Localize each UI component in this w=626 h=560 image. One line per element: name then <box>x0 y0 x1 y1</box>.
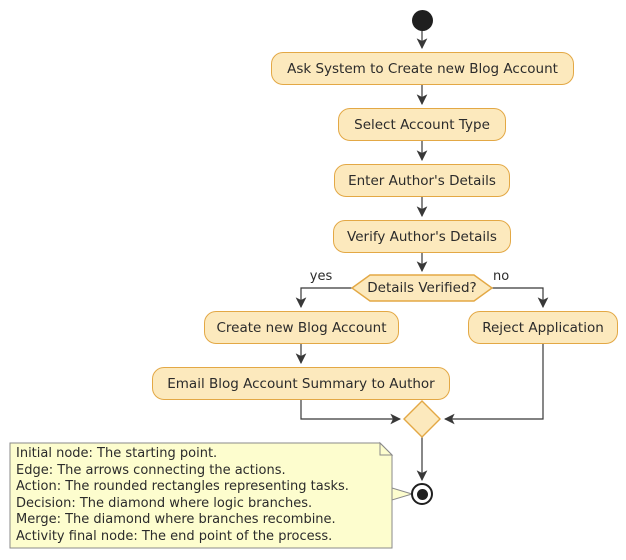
note-connector <box>391 487 414 501</box>
action-ask-system-create-account: Ask System to Create new Blog Account <box>271 52 574 85</box>
edge-decision-yes <box>295 287 352 309</box>
action-enter-author-details: Enter Author's Details <box>334 164 510 197</box>
note-line: Activity final node: The end point of th… <box>16 528 333 544</box>
action-reject-application: Reject Application <box>468 311 618 344</box>
decision-hexagon <box>350 274 494 302</box>
action-create-blog-account: Create new Blog Account <box>204 311 399 344</box>
edge-email-to-merge <box>300 400 402 425</box>
activity-final-node <box>411 483 433 505</box>
action-email-summary: Email Blog Account Summary to Author <box>152 367 450 400</box>
action-verify-author-details: Verify Author's Details <box>333 220 511 253</box>
decision-label: Details Verified? <box>367 280 477 296</box>
note-line: Merge: The diamond where branches recomb… <box>16 512 336 527</box>
branch-label-no: no <box>493 269 510 284</box>
branch-label-yes: yes <box>309 269 333 284</box>
note-line: Edge: The arrows connecting the actions. <box>16 462 286 478</box>
edge-decision-no <box>492 287 549 309</box>
note-body <box>9 442 393 549</box>
note-line: Decision: The diamond where logic branch… <box>16 495 313 511</box>
note-folded-corner <box>379 441 394 456</box>
action-select-account-type: Select Account Type <box>338 108 506 141</box>
activity-final-inner-dot <box>416 488 428 500</box>
note-line: Action: The rounded rectangles represent… <box>16 479 349 494</box>
note-line: Initial node: The starting point. <box>16 446 218 461</box>
merge-diamond <box>403 400 441 438</box>
edge-reject-to-merge <box>443 344 544 425</box>
note-text: Initial node: The starting point. Edge: … <box>16 446 388 545</box>
initial-node <box>412 10 433 31</box>
